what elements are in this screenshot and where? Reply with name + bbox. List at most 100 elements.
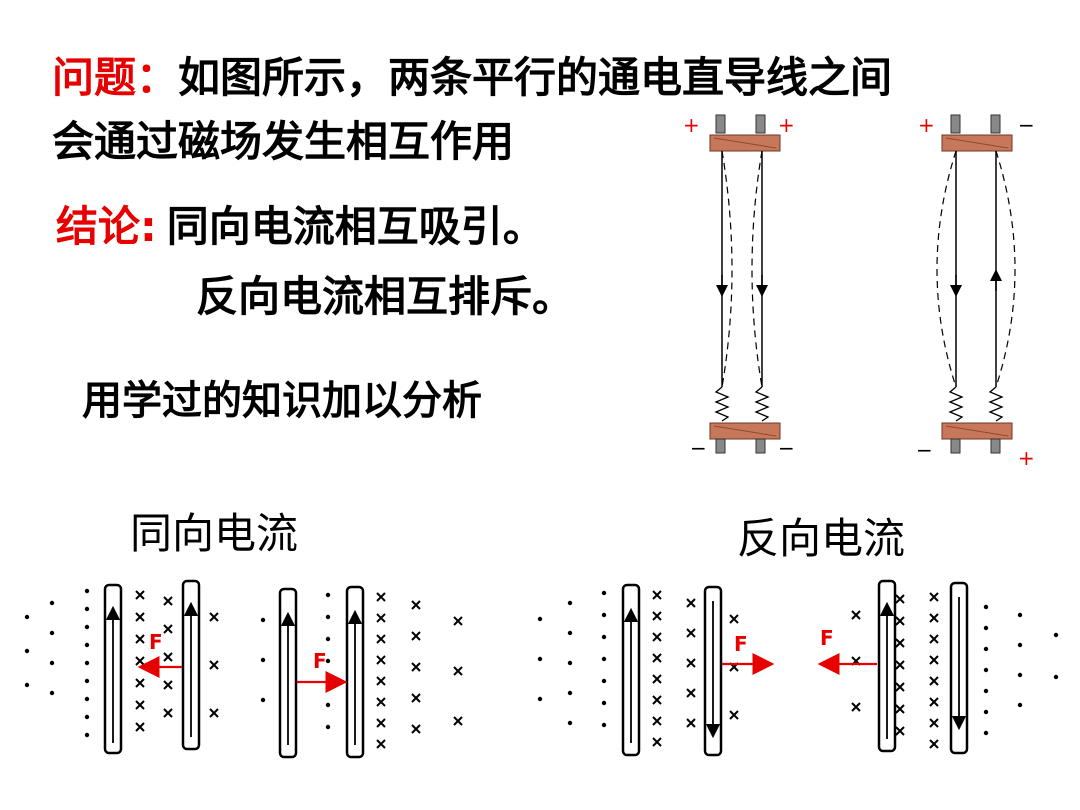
field-dot (1053, 674, 1059, 680)
field-cross (652, 737, 662, 747)
field-dot (84, 732, 90, 738)
field-cross (652, 653, 662, 663)
field-cross (163, 680, 173, 690)
field-cross (729, 710, 739, 720)
field-dot (260, 657, 266, 663)
field-dot (601, 590, 607, 596)
apparatus-illustration: + + − − + − (683, 113, 1035, 470)
field-cross (686, 598, 696, 608)
field-cross (135, 590, 145, 600)
field-cross (895, 682, 905, 692)
question-line-2: 会通过磁场发生相互作用 (52, 117, 515, 166)
field-cross (895, 638, 905, 648)
deflection-curve (751, 150, 763, 388)
field-cross (851, 702, 861, 712)
field-cross (686, 658, 696, 668)
field-dot (49, 690, 55, 696)
field-dot (601, 700, 607, 706)
field-cross (686, 718, 696, 728)
deflection-curve (721, 150, 733, 388)
field-dot (325, 592, 331, 598)
field-cross (652, 632, 662, 642)
field-dot (983, 625, 989, 631)
field-cross (376, 676, 386, 686)
field-cross (851, 610, 861, 620)
field-cross (376, 718, 386, 728)
field-dot (537, 696, 543, 702)
field-cross (411, 662, 421, 672)
field-cross (376, 739, 386, 749)
minus-sign: − (916, 438, 933, 462)
field-cross (929, 634, 939, 644)
field-dot (983, 709, 989, 715)
field-cross (135, 678, 145, 688)
field-dot (24, 648, 30, 654)
spring (988, 386, 1004, 422)
conclusion-text-1: 同向电流相互吸引。 (166, 202, 545, 251)
minus-sign: − (778, 436, 795, 460)
field-dot (325, 658, 331, 664)
field-cross (652, 674, 662, 684)
terminal-post (755, 114, 766, 134)
spring (948, 386, 964, 422)
field-dot (1053, 632, 1059, 638)
field-cross (163, 624, 173, 634)
field-cross (376, 697, 386, 707)
force-label: F (313, 649, 327, 673)
field-dot (84, 588, 90, 594)
force-label: F (734, 632, 748, 656)
field-dot (1017, 672, 1023, 678)
field-cross (929, 697, 939, 707)
force-label: F (149, 630, 163, 654)
field-dot (260, 617, 266, 623)
conclusion-line-1: 结论:同向电流相互吸引。 (56, 193, 545, 254)
magnetic-field-marks (24, 588, 1059, 749)
field-dot (325, 702, 331, 708)
field-cross (929, 718, 939, 728)
field-cross (163, 652, 173, 662)
field-dot (983, 646, 989, 652)
field-cross (411, 600, 421, 610)
plus-sign: + (778, 113, 795, 137)
question-line-1: 问题：如图所示，两条平行的通电直导线之间 (52, 44, 892, 105)
field-cross (163, 596, 173, 606)
field-cross (209, 708, 219, 718)
field-dot (84, 696, 90, 702)
field-cross (411, 693, 421, 703)
conclusion-label: 结论: (56, 202, 157, 251)
analysis-hint: 用学过的知识加以分析 (82, 378, 482, 424)
minus-sign: − (1018, 113, 1035, 137)
field-dot (49, 600, 55, 606)
field-dot (84, 642, 90, 648)
field-dot (537, 616, 543, 622)
field-cross (135, 634, 145, 644)
field-cross (209, 660, 219, 670)
field-cross (895, 704, 905, 714)
field-dot (260, 697, 266, 703)
field-cross (135, 612, 145, 622)
field-cross (453, 666, 463, 676)
field-dot (1017, 702, 1023, 708)
terminal-post (715, 114, 726, 134)
field-cross (135, 656, 145, 666)
field-dot (84, 624, 90, 630)
field-dot (601, 612, 607, 618)
field-cross (163, 708, 173, 718)
conductor-rods (103, 579, 969, 759)
field-cross (376, 655, 386, 665)
field-cross (929, 739, 939, 749)
field-cross (453, 616, 463, 626)
field-cross (929, 613, 939, 623)
field-cross (895, 726, 905, 736)
field-cross (652, 695, 662, 705)
field-dot (24, 614, 30, 620)
field-dot (84, 678, 90, 684)
field-dot (24, 682, 30, 688)
deflection-curve (936, 150, 957, 388)
field-cross (686, 628, 696, 638)
field-cross (895, 616, 905, 626)
field-dot (325, 636, 331, 642)
field-cross (376, 613, 386, 623)
field-dot (84, 714, 90, 720)
spring (714, 386, 730, 422)
